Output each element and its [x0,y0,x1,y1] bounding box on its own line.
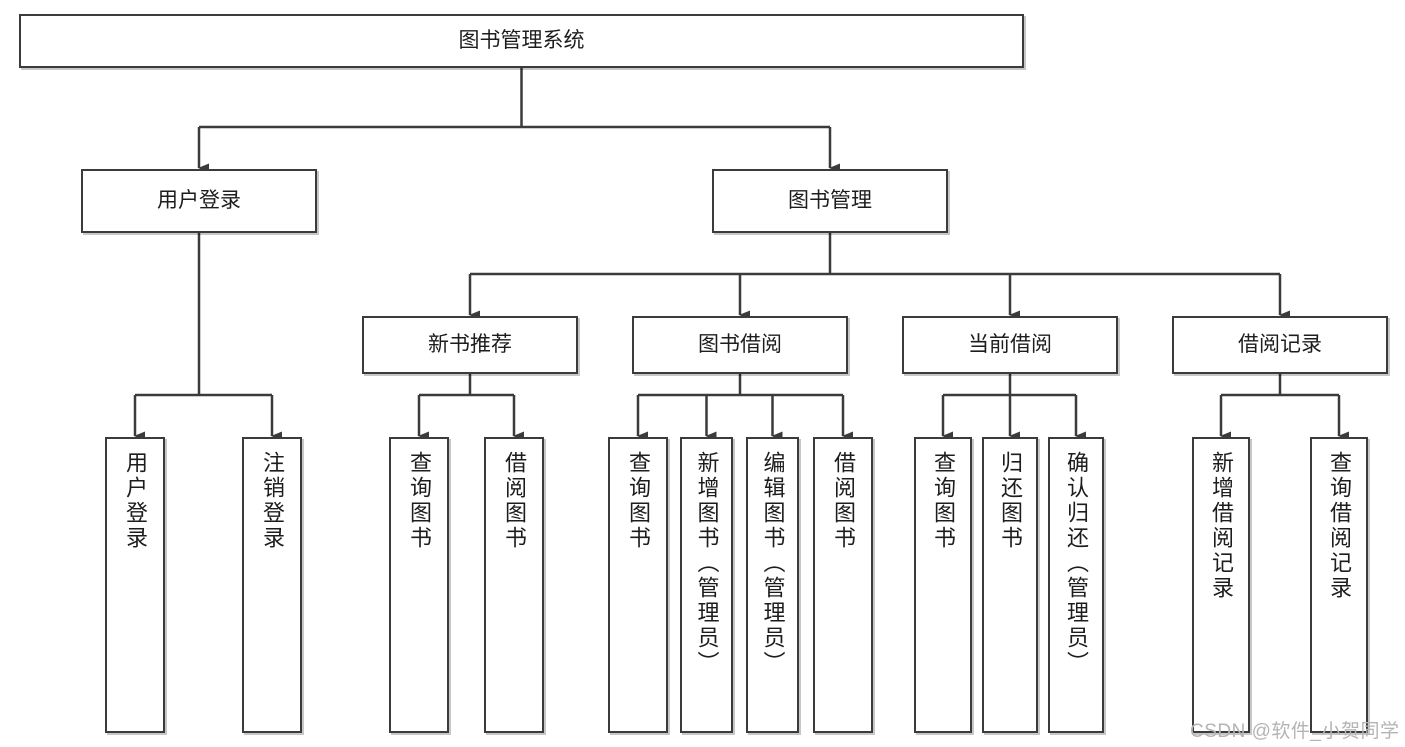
node-leaf-user-login[interactable]: 用户登录 [105,437,165,733]
node-label: 确认归还（管理员） [1064,451,1089,676]
node-newbook[interactable]: 新书推荐 [362,316,578,374]
node-leaf-cur-confirm[interactable]: 确认归还（管理员） [1048,437,1104,733]
node-leaf-cur-return[interactable]: 归还图书 [982,437,1038,733]
node-label: 查询图书 [626,451,651,551]
node-current[interactable]: 当前借阅 [902,316,1118,374]
node-label: 借阅记录 [1238,332,1322,356]
node-label: 查询图书 [407,451,432,551]
node-leaf-nb-query[interactable]: 查询图书 [389,437,449,733]
node-label: 当前借阅 [968,332,1052,356]
node-leaf-rec-query[interactable]: 查询借阅记录 [1310,437,1368,733]
node-label: 新增借阅记录 [1209,451,1234,601]
node-label: 编辑图书（管理员） [760,451,786,676]
node-leaf-bb-edit[interactable]: 编辑图书（管理员） [746,437,799,733]
node-bookmgmt[interactable]: 图书管理 [712,169,948,233]
node-label: 归还图书 [998,451,1023,551]
node-label: 查询借阅记录 [1327,451,1352,601]
node-records[interactable]: 借阅记录 [1172,316,1388,374]
node-leaf-bb-borrow[interactable]: 借阅图书 [813,437,873,733]
node-label: 用户登录 [123,451,148,551]
node-leaf-bb-add[interactable]: 新增图书（管理员） [680,437,733,733]
node-leaf-rec-add[interactable]: 新增借阅记录 [1192,437,1250,733]
node-login[interactable]: 用户登录 [81,169,317,233]
node-borrow[interactable]: 图书借阅 [632,316,848,374]
node-label: 借阅图书 [502,451,527,551]
node-leaf-bb-query[interactable]: 查询图书 [608,437,668,733]
node-label: 借阅图书 [831,451,856,551]
node-label: 图书借阅 [698,332,782,356]
node-label: 用户登录 [157,188,241,212]
node-label: 注销登录 [260,451,285,551]
node-root[interactable]: 图书管理系统 [19,14,1024,68]
node-label: 图书管理 [788,188,872,212]
node-leaf-user-logout[interactable]: 注销登录 [242,437,302,733]
node-label: 新增图书（管理员） [694,451,720,676]
node-leaf-nb-borrow[interactable]: 借阅图书 [484,437,544,733]
node-label: 新书推荐 [428,332,512,356]
node-leaf-cur-query[interactable]: 查询图书 [914,437,972,733]
node-label: 图书管理系统 [458,28,585,52]
node-label: 查询图书 [931,451,956,551]
